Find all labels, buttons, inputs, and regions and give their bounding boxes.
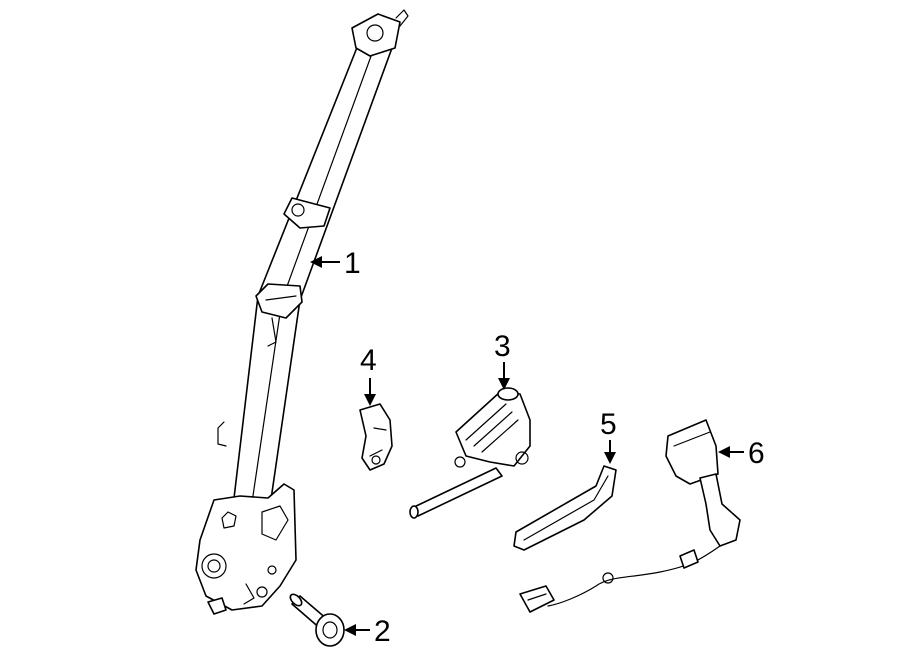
part-2-bolt xyxy=(289,593,345,647)
callout-number: 3 xyxy=(494,330,511,363)
part-4-bracket xyxy=(359,403,393,471)
part-3-height-adjuster xyxy=(409,387,531,519)
callout-number: 4 xyxy=(360,344,377,377)
callout-number: 1 xyxy=(344,247,361,280)
part-5-trim-cover xyxy=(513,465,617,551)
part-1-belt-retractor xyxy=(195,9,409,615)
part-6-buckle xyxy=(519,419,741,613)
callout-1: 1 xyxy=(310,247,361,280)
callout-number: 5 xyxy=(600,408,617,441)
callout-3: 3 xyxy=(494,330,511,390)
callout-5: 5 xyxy=(600,408,617,464)
callout-6: 6 xyxy=(718,437,765,470)
callout-number: 2 xyxy=(374,615,391,648)
callout-number: 6 xyxy=(748,437,765,470)
callout-4: 4 xyxy=(360,344,377,406)
callout-2: 2 xyxy=(344,615,391,648)
